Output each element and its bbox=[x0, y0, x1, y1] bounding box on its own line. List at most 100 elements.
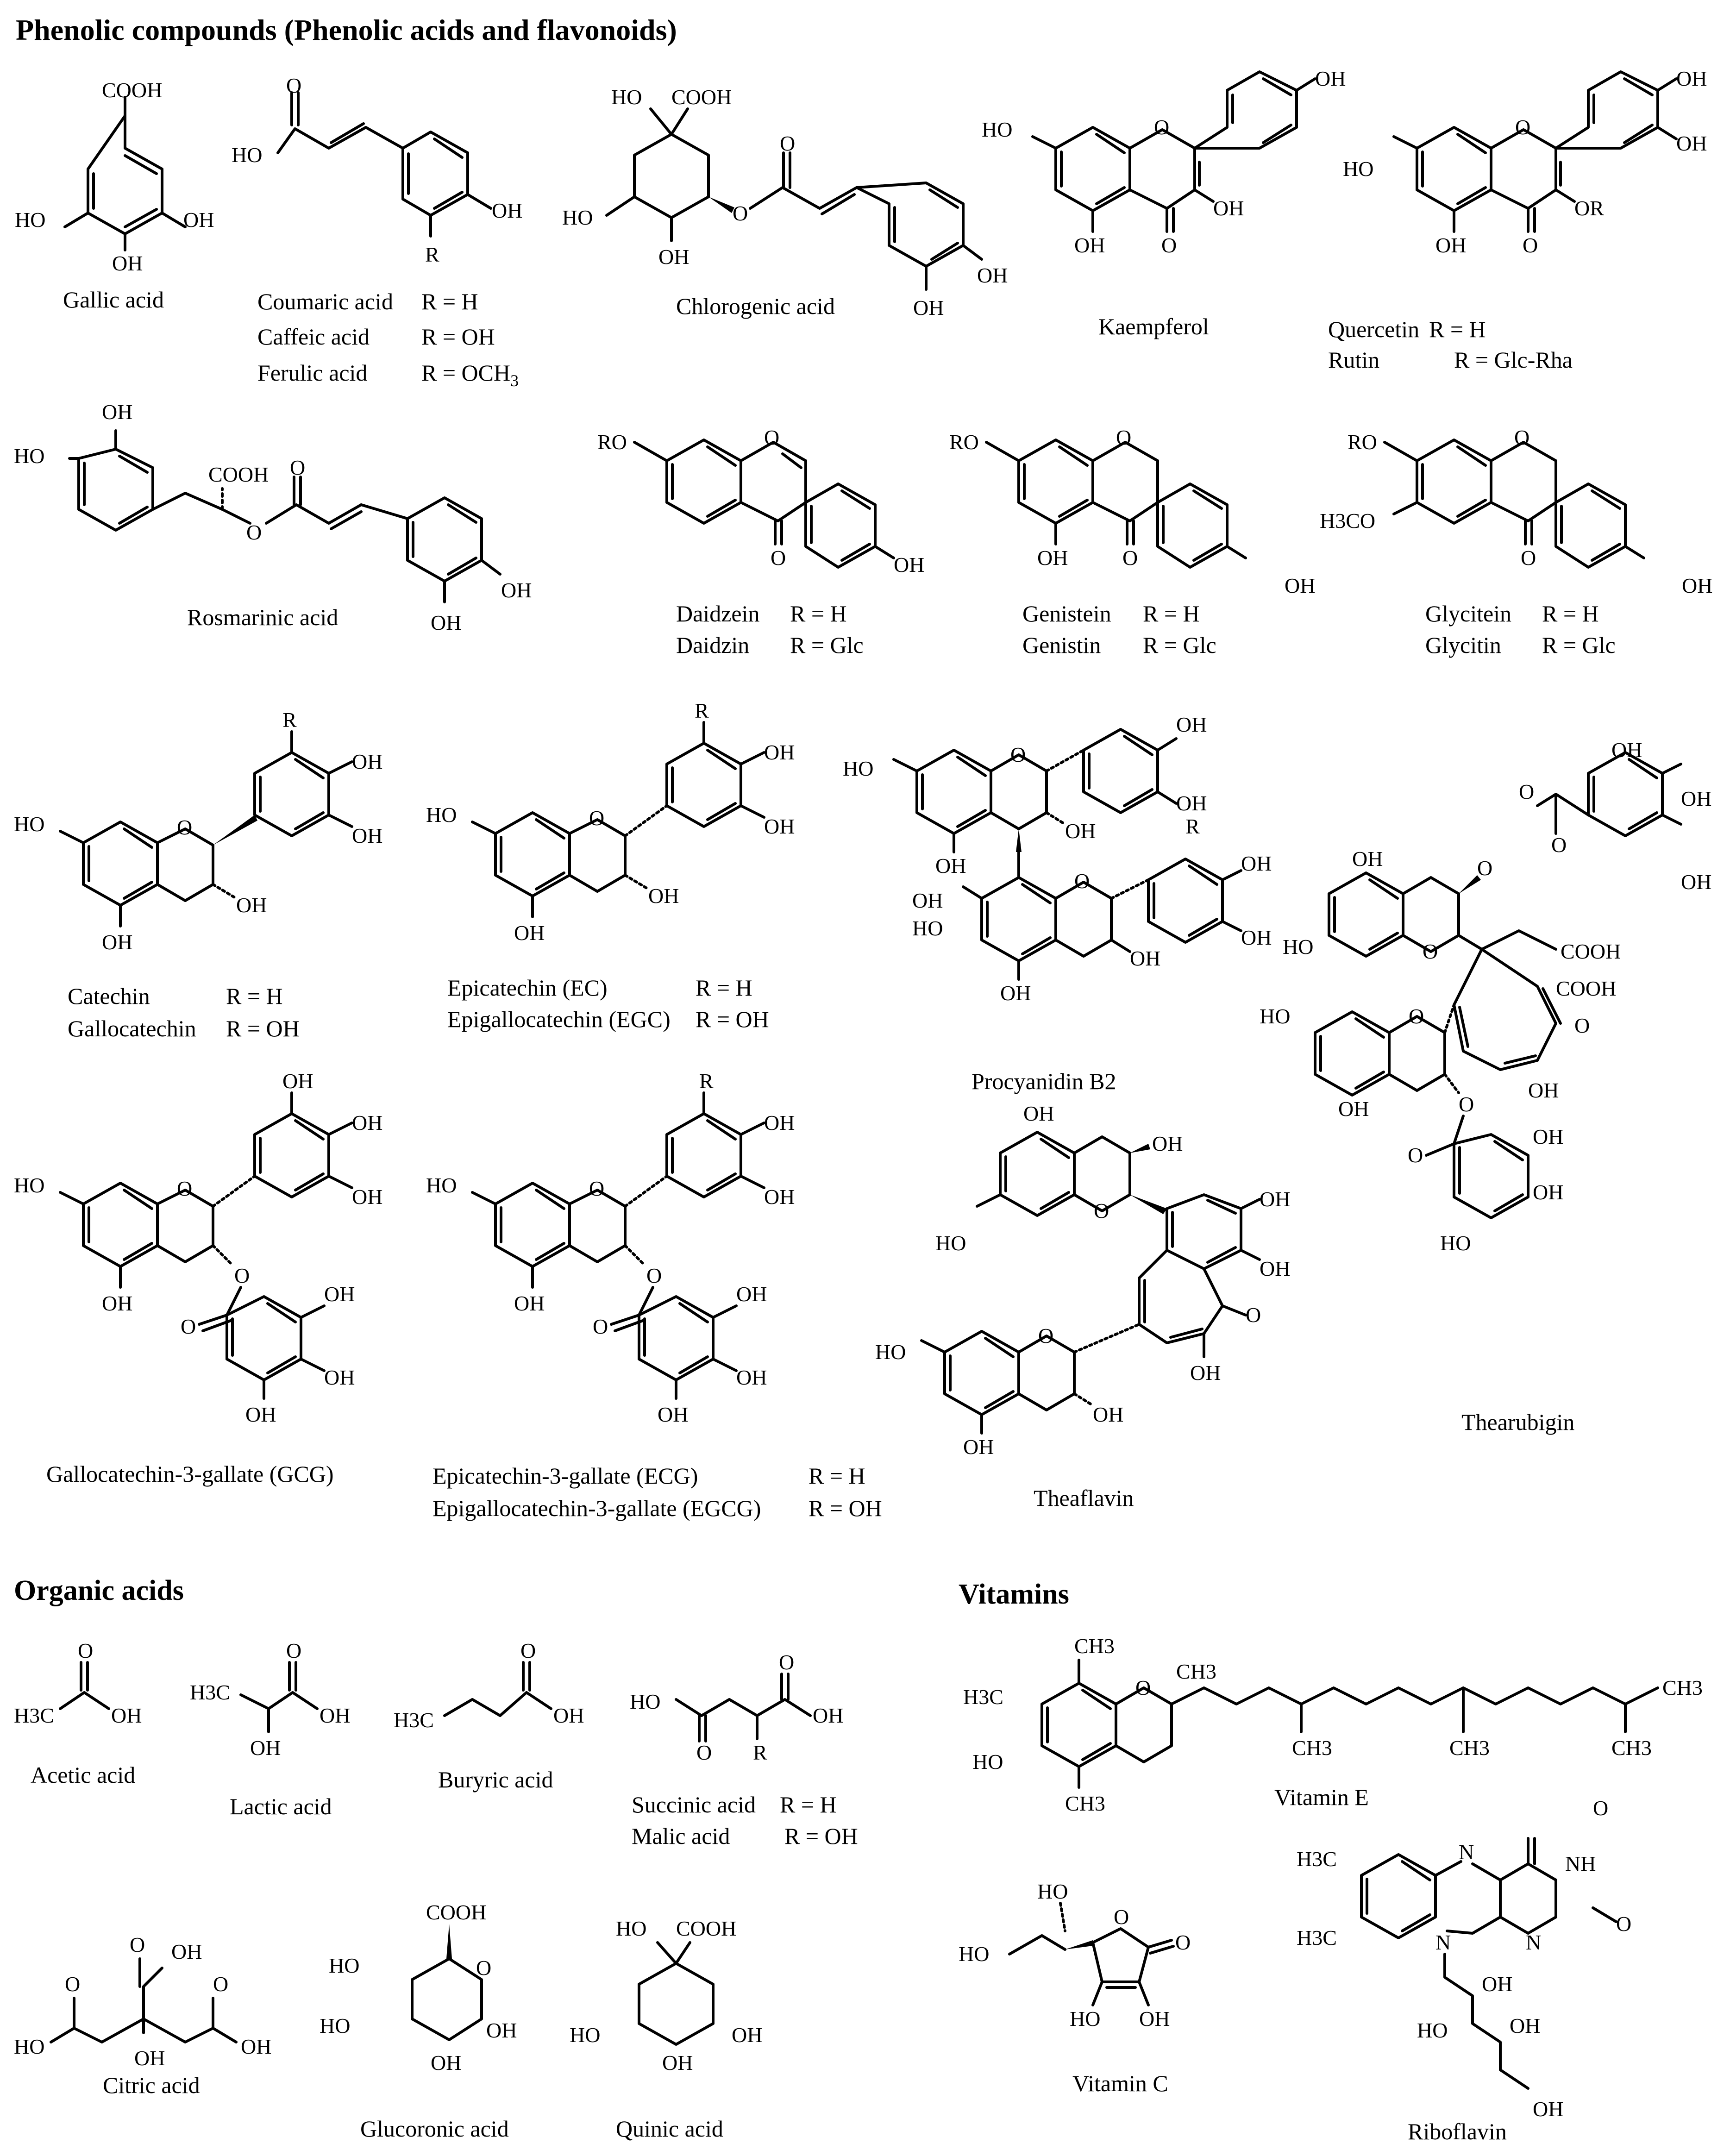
r-group-label: R bbox=[282, 708, 297, 732]
hydroxyl-label: OH bbox=[1190, 1361, 1221, 1385]
bond bbox=[1453, 1133, 1529, 1219]
bond bbox=[1171, 1199, 1237, 1264]
bond bbox=[740, 1122, 765, 1136]
hydroxyl-label: OH bbox=[245, 1403, 276, 1426]
bond bbox=[63, 212, 89, 228]
hydroxyl-label: HO bbox=[1283, 935, 1313, 959]
bond bbox=[161, 212, 187, 228]
hydroxyl-label: HO bbox=[1440, 1231, 1471, 1255]
bond bbox=[500, 1189, 565, 1261]
oxygen-label: O bbox=[1010, 743, 1026, 766]
hydroxyl-label: OH bbox=[112, 251, 143, 275]
oxygen-label: O bbox=[1521, 546, 1536, 570]
hydroxyl-label: OH bbox=[658, 1403, 688, 1426]
bond bbox=[1383, 441, 1418, 462]
oxygen-label: O bbox=[1616, 1912, 1631, 1936]
bond bbox=[494, 1182, 571, 1268]
bond bbox=[990, 753, 1048, 830]
bond bbox=[855, 182, 965, 268]
bond bbox=[610, 1286, 654, 1326]
oxygen-label: O bbox=[65, 1972, 80, 1996]
hydroxyl-label: OH bbox=[1533, 2097, 1563, 2121]
hydroxyl-label: HO bbox=[14, 444, 44, 468]
bond bbox=[568, 818, 627, 893]
carboxyl-label: COOH bbox=[1556, 977, 1616, 1000]
bond bbox=[1624, 545, 1645, 559]
bond bbox=[59, 830, 85, 844]
oxygen-label: O bbox=[1135, 1676, 1151, 1699]
bond bbox=[1138, 1981, 1150, 2006]
hydroxyl-label: OH bbox=[1681, 787, 1711, 810]
bond bbox=[976, 1193, 1002, 1208]
oxygen-label: O bbox=[1122, 546, 1138, 570]
bond bbox=[1560, 489, 1621, 562]
bond bbox=[1193, 70, 1298, 150]
hydroxyl-label: OH bbox=[352, 750, 382, 773]
compound-name: Riboflavin bbox=[1408, 2118, 1507, 2144]
oxygen-label: O bbox=[286, 1639, 301, 1662]
compound-name: Epigallocatechin (EGC) bbox=[447, 1006, 671, 1032]
butyric-acid-structure: O H3C OH bbox=[389, 1639, 611, 1750]
bond bbox=[1046, 1689, 1112, 1761]
hydroxyl-label: OH bbox=[492, 199, 522, 222]
compound-name: Genistein bbox=[1022, 601, 1111, 627]
oxygen-label: O bbox=[589, 1177, 604, 1200]
methyl-label: CH3 bbox=[1176, 1660, 1216, 1683]
bond bbox=[239, 1691, 319, 1710]
oxygen-label: O bbox=[1515, 115, 1530, 139]
bond bbox=[259, 758, 325, 830]
bond bbox=[804, 483, 877, 569]
bond bbox=[670, 107, 689, 136]
r-group-label: R bbox=[695, 699, 709, 722]
methoxy-label: H3CO bbox=[1320, 509, 1375, 533]
hydroxyl-label: OH bbox=[553, 1704, 584, 1727]
bond bbox=[259, 1119, 325, 1191]
bond bbox=[633, 441, 668, 462]
hydroxyl-label: HO bbox=[875, 1340, 906, 1364]
bond bbox=[1091, 1981, 1103, 2006]
bond bbox=[1416, 439, 1492, 525]
hydroxyl-label: HO bbox=[1070, 2007, 1100, 2031]
bond bbox=[1082, 728, 1159, 814]
r-group-value: R = H bbox=[421, 288, 478, 314]
oxygen-label: O bbox=[1574, 1014, 1590, 1037]
bond bbox=[986, 883, 1052, 955]
bond bbox=[1554, 483, 1627, 569]
oxygen-label: O bbox=[1593, 1796, 1608, 1820]
bond bbox=[1008, 1934, 1066, 1955]
hydroxyl-label: HO bbox=[232, 143, 262, 167]
methyl-label: CH3 bbox=[1292, 1736, 1332, 1760]
hydroxyl-label: OH bbox=[352, 824, 382, 847]
oxygen-label: O bbox=[646, 1264, 662, 1287]
bond bbox=[1045, 811, 1066, 826]
r-group-value: R = Glc bbox=[1542, 632, 1616, 658]
hydroxyl-label: HO bbox=[630, 1690, 660, 1713]
bond bbox=[88, 827, 153, 900]
bond bbox=[962, 244, 983, 261]
bond bbox=[494, 811, 571, 897]
bond bbox=[1054, 881, 1113, 958]
section-title-organic-acids: Organic acids bbox=[14, 1575, 184, 1606]
bond bbox=[740, 804, 765, 819]
r-group-value: R = Glc bbox=[1143, 632, 1216, 658]
compound-name: Malic acid bbox=[632, 1823, 730, 1849]
bond bbox=[740, 751, 765, 765]
bond bbox=[300, 1304, 326, 1319]
r-group-value: R = OH bbox=[421, 324, 495, 350]
hydroxyl-label: OH bbox=[1130, 946, 1160, 970]
hydroxyl-label: OH bbox=[913, 296, 944, 320]
chlorogenic-acid-structure: HO COOH HO OH O O OH OH bbox=[556, 83, 1028, 343]
hydroxyl-label: OH bbox=[134, 2046, 165, 2070]
hydroxyl-label: OH bbox=[764, 740, 795, 764]
bond bbox=[1231, 77, 1292, 144]
procyanidin-b2-structure: O HO OH OH OH OH O HO OH OH R OH OH OH bbox=[834, 695, 1297, 1074]
bond bbox=[624, 1175, 668, 1208]
bond bbox=[949, 1337, 1015, 1409]
compound-name: Vitamin E bbox=[1274, 1784, 1369, 1810]
hydroxyl-label: OH bbox=[1152, 1132, 1183, 1155]
hydroxyl-label: OH bbox=[1213, 196, 1244, 220]
compound-name: Epicatechin-3-gallate (ECG) bbox=[432, 1463, 698, 1489]
bond bbox=[985, 441, 1020, 462]
bond bbox=[231, 1302, 297, 1374]
bond bbox=[1138, 1249, 1224, 1344]
